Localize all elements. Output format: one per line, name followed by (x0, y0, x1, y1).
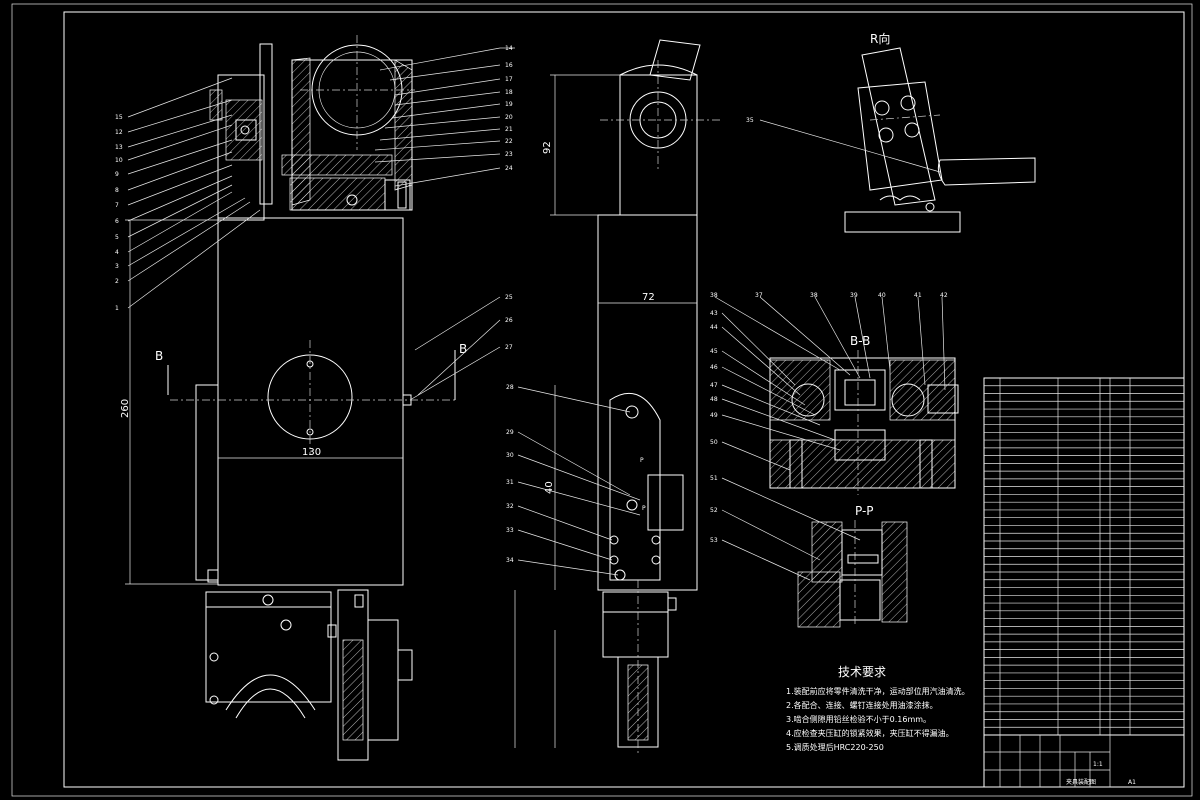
leader-mid-0: 25 (505, 294, 513, 301)
leader-left-2: 13 (115, 144, 123, 151)
leaders-left: 15 12 13 10 9 8 7 6 5 4 3 2 1 (115, 77, 261, 312)
leader-bb-left-2: 45 (710, 348, 718, 355)
leader-bb-top-3: 39 (850, 292, 858, 299)
leader-bb-left-4: 47 (710, 382, 718, 389)
r-view: R向 35 (746, 31, 1036, 233)
leader-pp-0: 51 (710, 475, 718, 482)
section-bb-label: B-B (850, 334, 870, 348)
p-mark: P (640, 457, 644, 464)
leader-tr-8: 23 (505, 151, 513, 158)
leader-left-5: 8 (115, 187, 119, 194)
dim-side-40: 40 (544, 481, 555, 494)
leader-tr-0: 14 (505, 45, 513, 52)
title-block-sheet: A1 (1128, 779, 1136, 786)
section-pp: P-P 51 52 53 (710, 475, 908, 628)
leader-bb-left-0: 43 (710, 310, 718, 317)
title-block: 夹具装配图 1:1 A1 (983, 734, 1185, 788)
leader-bb-left-5: 48 (710, 396, 718, 403)
leader-side-5: 33 (506, 527, 514, 534)
section-mark-b-left: B (155, 349, 163, 363)
leader-tr-7: 22 (505, 138, 513, 145)
tech-req-item-5: 5.调质处理后HRC220-250 (786, 742, 884, 752)
parts-list (983, 377, 1185, 736)
side-view: 92 72 40 P P (514, 39, 720, 755)
leader-side-3: 31 (506, 479, 514, 486)
tech-req-item-3: 3.啮合侧隙用铅丝检验不小于0.16mm。 (786, 714, 931, 724)
leaders-bb: 38 37 38 39 40 41 42 43 44 45 46 47 48 4… (710, 292, 948, 471)
leader-left-11: 2 (115, 278, 119, 285)
r-view-label: R向 (870, 31, 890, 46)
dim-height-main: 260 (120, 399, 131, 418)
leader-bb-left-6: 49 (710, 412, 718, 419)
leader-bb-top-5: 41 (914, 292, 922, 299)
leader-tr-4: 19 (505, 101, 513, 108)
leader-mid-2: 27 (505, 344, 513, 351)
leader-bb-top-6: 42 (940, 292, 948, 299)
leader-tr-3: 18 (505, 89, 513, 96)
main-body (217, 217, 404, 586)
leader-bb-left-3: 46 (710, 364, 718, 371)
leader-tr-2: 17 (505, 76, 513, 83)
leader-side-2: 30 (506, 452, 514, 459)
leader-side-0: 28 (506, 384, 514, 391)
dim-width-main: 130 (302, 447, 321, 458)
leader-left-1: 12 (115, 129, 123, 136)
leader-left-6: 7 (115, 202, 119, 209)
dim-height-side: 92 (542, 141, 553, 154)
leader-left-0: 15 (115, 114, 123, 121)
leader-left-4: 9 (115, 171, 119, 178)
leader-mid-1: 26 (505, 317, 513, 324)
leader-bb-left-1: 44 (710, 324, 718, 331)
p-mark-2: P (642, 505, 646, 512)
leaders-side: 28 29 30 31 32 33 34 (506, 384, 641, 576)
leader-bb-left-7: 50 (710, 439, 718, 446)
tech-req-item-2: 2.各配合、连接、螺钉连接处用油漆涂抹。 (786, 700, 938, 710)
main-front-view: B B 260 130 (120, 35, 467, 761)
title-block-name: 夹具装配图 (1066, 778, 1096, 786)
leader-left-8: 5 (115, 234, 119, 241)
leader-pp-1: 52 (710, 507, 718, 514)
leader-left-3: 10 (115, 157, 123, 164)
leader-bb-top-1: 37 (755, 292, 763, 299)
section-bb: B-B (769, 334, 959, 495)
leader-left-7: 6 (115, 218, 119, 225)
leader-left-12: 1 (115, 305, 119, 312)
tech-requirements: 技术要求 1.装配前应将零件清洗干净，运动部位用汽油清洗。 2.各配合、连接、螺… (786, 665, 970, 752)
leader-r-view: 35 (746, 117, 754, 124)
leader-bb-top-4: 40 (878, 292, 886, 299)
leader-tr-6: 21 (505, 126, 513, 133)
leader-bb-top-2: 38 (810, 292, 818, 299)
leader-left-10: 3 (115, 263, 119, 270)
leader-side-6: 34 (506, 557, 514, 564)
tech-req-title: 技术要求 (838, 665, 886, 679)
section-pp-label: P-P (855, 504, 874, 518)
leader-tr-1: 16 (505, 62, 513, 69)
outer-border (11, 3, 1193, 797)
leader-tr-5: 20 (505, 114, 513, 121)
leaders-top-right: 14 16 17 18 19 20 21 22 23 24 25 26 27 (374, 45, 515, 401)
section-mark-b-right: B (459, 342, 467, 356)
leader-side-1: 29 (506, 429, 514, 436)
leader-side-4: 32 (506, 503, 514, 510)
title-block-scale: 1:1 (1093, 761, 1103, 768)
dim-width-side: 72 (642, 292, 655, 303)
tech-req-item-4: 4.应检查夹压缸的锁紧效果，夹压缸不得漏油。 (786, 728, 954, 738)
leader-tr-9: 24 (505, 165, 513, 172)
leader-left-9: 4 (115, 249, 119, 256)
leader-bb-top-0: 38 (710, 292, 718, 299)
leader-pp-2: 53 (710, 537, 718, 544)
tech-req-item-1: 1.装配前应将零件清洗干净，运动部位用汽油清洗。 (786, 686, 970, 696)
